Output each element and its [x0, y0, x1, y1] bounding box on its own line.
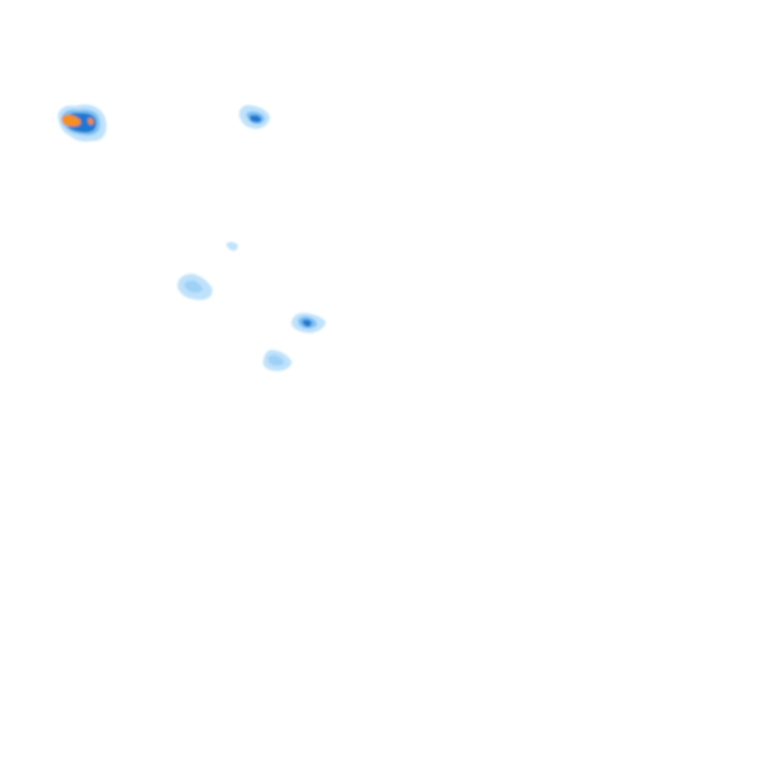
intensity-blob-cell-4[interactable] [177, 273, 213, 300]
intensity-blob-cell-1[interactable] [58, 104, 107, 142]
intensity-blob-cell-3[interactable] [226, 242, 238, 251]
intensity-blob-cell-6[interactable] [263, 349, 292, 371]
intensity-blob-cell-2[interactable] [239, 105, 270, 129]
intensity-blob-cell-5[interactable] [291, 312, 326, 333]
